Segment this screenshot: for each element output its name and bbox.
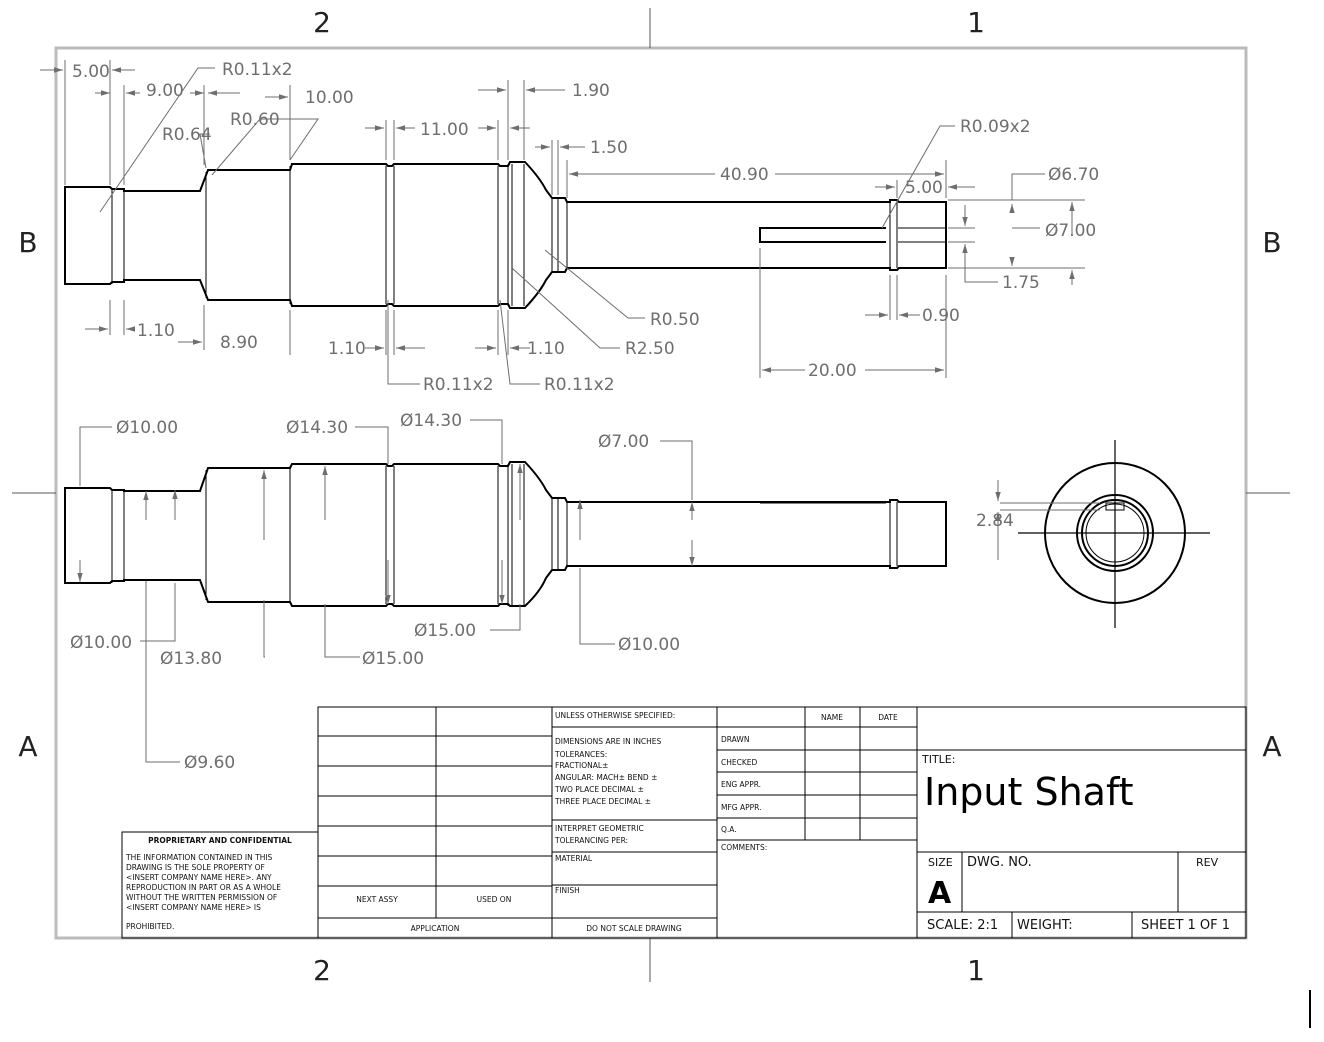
dim-label: 20.00 [808, 361, 857, 381]
finish-label: FINISH [555, 886, 580, 895]
rev-label: REV [1196, 856, 1219, 869]
dim-label: Ø10.00 [618, 635, 680, 655]
tolerancing-label: TOLERANCING PER: [554, 836, 628, 845]
dim-label: R0.11x2 [222, 60, 293, 80]
dim-label: R2.50 [625, 339, 675, 359]
front-view-dimension-labels: Ø10.00 Ø14.30 Ø14.30 Ø7.00 2.84 Ø15.00 Ø… [70, 411, 1014, 773]
dim-label: 1.75 [1002, 273, 1040, 293]
dim-label: 5.00 [72, 62, 110, 82]
proprietary-line: REPRODUCTION IN PART OR AS A WHOLE [126, 883, 281, 892]
dwg-no-label: DWG. NO. [967, 855, 1032, 870]
dim-label: 11.00 [420, 120, 469, 140]
dim-label: 1.10 [137, 321, 175, 341]
dims-label: DIMENSIONS ARE IN INCHES [555, 737, 662, 746]
dim-label: 1.50 [590, 138, 628, 158]
dim-label: 1.10 [527, 339, 565, 359]
dim-label: Ø14.30 [400, 411, 462, 431]
front-view-dimensions [77, 419, 695, 763]
scale-label: SCALE: 2:1 [927, 918, 998, 933]
dim-label: R0.11x2 [544, 375, 615, 395]
dim-label: Ø14.30 [286, 418, 348, 438]
dim-label: Ø15.00 [414, 621, 476, 641]
tolerances-label: TOLERANCES: [554, 750, 607, 759]
checked-label: CHECKED [721, 758, 758, 767]
top-view-dimension-labels: 5.00 9.00 R0.11x2 10.00 1.90 R0.64 R0.60… [72, 60, 1099, 395]
size-label: SIZE [928, 856, 953, 869]
dim-label: Ø15.00 [362, 649, 424, 669]
dim-label: R0.11x2 [423, 375, 494, 395]
zone-label: A [18, 730, 37, 763]
weight-label: WEIGHT: [1017, 918, 1073, 933]
dim-label: R0.60 [230, 110, 280, 130]
title-block-text: UNLESS OTHERWISE SPECIFIED: DIMENSIONS A… [125, 711, 1230, 933]
proprietary-line: <INSERT COMPANY NAME HERE>. ANY [126, 873, 272, 882]
mfg-label: MFG APPR. [721, 803, 762, 812]
next-assy-label: NEXT ASSY [356, 895, 398, 904]
date-header: DATE [878, 713, 898, 722]
end-view [995, 440, 1210, 628]
dim-label: 40.90 [720, 165, 769, 185]
two-place-label: TWO PLACE DECIMAL ± [554, 785, 644, 794]
dim-label: R0.50 [650, 310, 700, 330]
application-label: APPLICATION [411, 924, 460, 933]
proprietary-title: PROPRIETARY AND CONFIDENTIAL [148, 836, 292, 845]
proprietary-line: <INSERT COMPANY NAME HERE> IS [126, 903, 261, 912]
dim-label: Ø10.00 [70, 633, 132, 653]
size-value: A [928, 876, 952, 911]
zone-label: 1 [967, 6, 985, 39]
proprietary-line: THE INFORMATION CONTAINED IN THIS [125, 853, 273, 862]
comments-label: COMMENTS: [721, 843, 767, 852]
dim-label: 5.00 [905, 178, 943, 198]
title-label: TITLE: [921, 753, 955, 766]
name-header: NAME [821, 713, 843, 722]
proprietary-line: PROHIBITED. [126, 922, 174, 931]
three-place-label: THREE PLACE DECIMAL ± [554, 797, 651, 806]
dim-label: 10.00 [305, 88, 354, 108]
dim-label: 1.10 [328, 339, 366, 359]
top-view-shaft [64, 161, 947, 309]
dim-label: 0.90 [922, 306, 960, 326]
unless-label: UNLESS OTHERWISE SPECIFIED: [555, 711, 675, 720]
proprietary-line: WITHOUT THE WRITTEN PERMISSION OF [126, 893, 277, 902]
zone-label: B [1262, 226, 1281, 259]
dim-label: Ø10.00 [116, 418, 178, 438]
dim-label: Ø7.00 [598, 432, 649, 452]
proprietary-line: DRAWING IS THE SOLE PROPERTY OF [126, 863, 265, 872]
dim-label: Ø9.60 [184, 753, 235, 773]
zone-label: A [1262, 730, 1281, 763]
zone-label: 2 [313, 6, 331, 39]
zone-label: 2 [313, 954, 331, 987]
front-view-shaft [64, 461, 947, 607]
interpret-label: INTERPRET GEOMETRIC [555, 824, 644, 833]
used-on-label: USED ON [477, 895, 512, 904]
angular-label: ANGULAR: MACH± BEND ± [555, 773, 657, 782]
zone-label: 1 [967, 954, 985, 987]
dim-label: 2.84 [976, 511, 1014, 531]
drawn-label: DRAWN [721, 735, 749, 744]
dim-label: Ø6.70 [1048, 165, 1099, 185]
dim-label: 1.90 [572, 81, 610, 101]
dim-label: Ø7.00 [1045, 221, 1096, 241]
dim-label: 8.90 [220, 333, 258, 353]
zone-label: B [18, 226, 37, 259]
dim-label: R0.09x2 [960, 117, 1031, 137]
top-view-dimensions [40, 60, 1085, 385]
drawing-title: Input Shaft [924, 770, 1134, 814]
eng-label: ENG APPR. [721, 780, 761, 789]
dim-label: 9.00 [146, 81, 184, 101]
qa-label: Q.A. [721, 825, 737, 834]
sheet-label: SHEET 1 OF 1 [1141, 918, 1230, 933]
dim-label: R0.64 [162, 125, 212, 145]
fractional-label: FRACTIONAL± [555, 761, 608, 770]
title-block [121, 706, 1247, 939]
material-label: MATERIAL [555, 854, 593, 863]
no-scale-label: DO NOT SCALE DRAWING [586, 924, 682, 933]
dim-label: Ø13.80 [160, 649, 222, 669]
